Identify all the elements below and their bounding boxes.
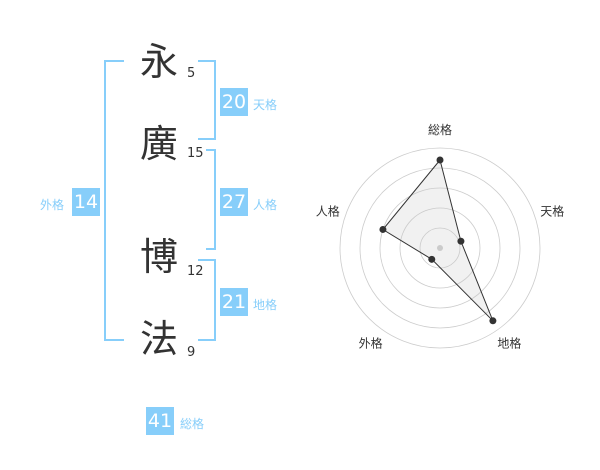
- radar-points: [379, 156, 497, 325]
- radar-point: [379, 225, 387, 233]
- chikaku-label: 地格: [253, 298, 278, 312]
- radar-point: [428, 255, 436, 263]
- gaikaku-value: 14: [72, 188, 100, 216]
- radar-rings: [339, 147, 541, 349]
- radar-center: [437, 245, 443, 251]
- radar-point: [489, 317, 497, 325]
- radar-point: [436, 156, 444, 164]
- radar-area: [382, 158, 494, 322]
- gaikaku-bracket: [104, 60, 124, 341]
- stroke-count-3: 12: [187, 264, 204, 279]
- name-char-4: 法: [140, 317, 179, 361]
- name-char-1: 永: [140, 40, 179, 84]
- jinkaku-bracket: [206, 149, 216, 250]
- gaikaku-label: 外格: [40, 198, 65, 212]
- radar-ring: [379, 187, 501, 309]
- jinkaku-label: 人格: [253, 198, 278, 212]
- name-char-3: 博: [140, 235, 179, 279]
- name-char-2: 廣: [140, 122, 179, 166]
- radar-axis-label: 地格: [497, 336, 521, 351]
- radar-axis-label: 外格: [359, 336, 383, 351]
- radar-point: [457, 237, 465, 245]
- soukaku-value: 41: [146, 407, 174, 435]
- jinkaku-value: 27: [220, 188, 248, 216]
- stroke-count-2: 15: [187, 146, 204, 161]
- stroke-count-1: 5: [187, 66, 196, 81]
- radar-axis-label: 総格: [428, 122, 452, 137]
- radar-axis-label: 天格: [540, 204, 564, 219]
- stroke-count-4: 9: [187, 345, 196, 360]
- radar-axis-label: 人格: [316, 204, 340, 219]
- radar-ring: [399, 207, 481, 289]
- radar-ring: [359, 167, 521, 329]
- tenkaku-label: 天格: [253, 98, 278, 112]
- soukaku-label: 総格: [180, 417, 205, 431]
- radar-ring: [339, 147, 541, 349]
- chikaku-value: 21: [220, 288, 248, 316]
- tenkaku-bracket: [198, 60, 216, 140]
- chikaku-bracket: [198, 259, 216, 341]
- tenkaku-value: 20: [220, 88, 248, 116]
